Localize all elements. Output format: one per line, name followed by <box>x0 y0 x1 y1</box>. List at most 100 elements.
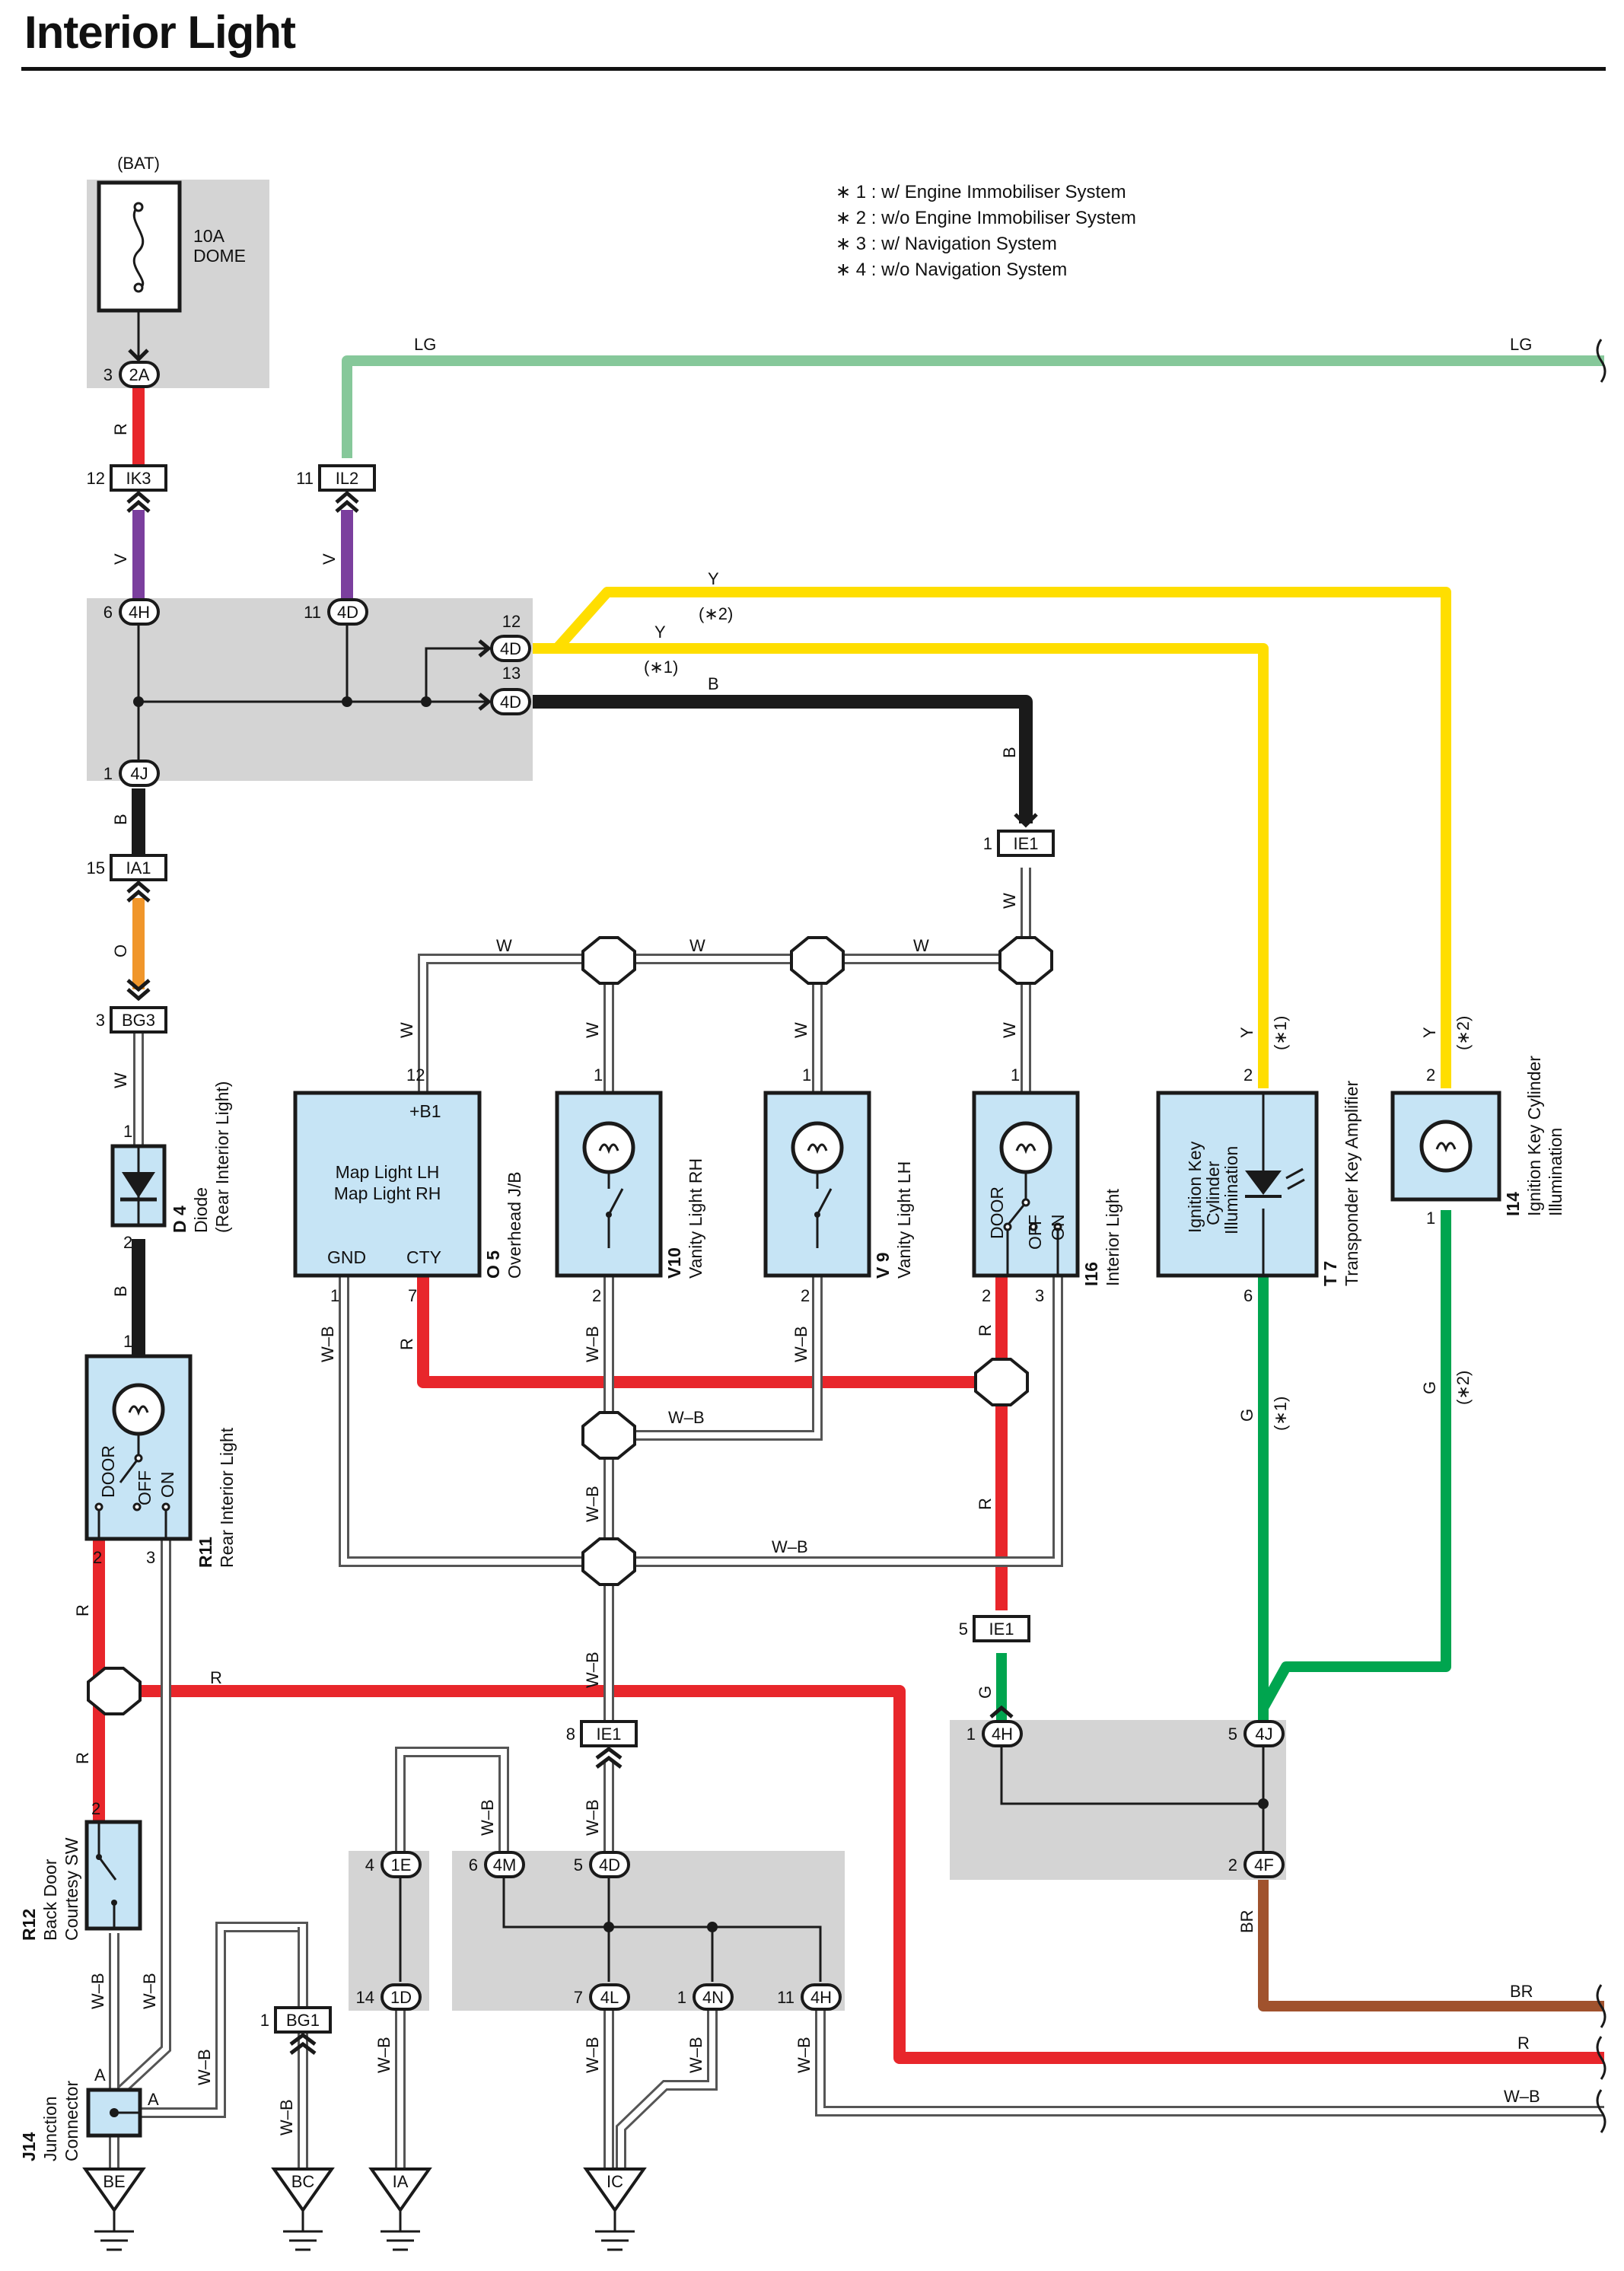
connector-1E: 1E4 <box>365 1851 422 1878</box>
diagram-label: 3 <box>96 1011 105 1030</box>
diagram-label: W <box>397 1022 416 1038</box>
diagram-label: 11 <box>777 1988 794 2007</box>
diagram-label: Ignition Key Cylinder <box>1524 1056 1544 1216</box>
diagram-label: W–B <box>583 1651 602 1688</box>
splice-w3 <box>998 936 1053 985</box>
diagram-label: Y <box>654 623 666 642</box>
connector-4L: 4L7 <box>574 1983 630 2011</box>
diagram-label: O <box>111 944 130 957</box>
diagram-label: (∗1) <box>644 658 678 677</box>
diagram-label: W–B <box>583 2037 602 2073</box>
diagram-label: Connector <box>62 2081 81 2161</box>
diagram-label: A <box>148 2090 159 2109</box>
diagram-label: R <box>1517 2034 1530 2053</box>
diagram-label: DOOR <box>98 1445 118 1498</box>
diagram-label: 1 <box>330 1286 339 1305</box>
diagram-label: W–B <box>88 1973 107 2009</box>
diagram-label: G <box>1237 1409 1256 1422</box>
diagram-label: ∗ 2 : w/o Engine Immobiliser System <box>836 208 1136 228</box>
bulb-icon <box>112 1383 165 1436</box>
diagram-label: 2 <box>1228 1855 1237 1874</box>
diagram-label: Illumination <box>1221 1146 1241 1234</box>
diagram-label: ON <box>158 1472 177 1499</box>
diagram-label: Y <box>1237 1027 1256 1038</box>
junction-block-shade-bottom <box>452 1851 845 2011</box>
diagram-label: B <box>111 814 130 825</box>
diode-icon <box>122 1172 155 1198</box>
diagram-label: V <box>111 553 130 565</box>
component-v9-vanity-light-lh: 1 2 V 9 Vanity Light LH <box>763 1065 914 1305</box>
diagram-label: Map Light LH <box>336 1162 440 1182</box>
diagram-label: 2 <box>1426 1065 1435 1085</box>
diagram-label: DOOR <box>987 1186 1007 1239</box>
diagram-label: W–B <box>1504 2087 1540 2106</box>
diagram-label: R <box>976 1498 995 1510</box>
wire-break-marks <box>1596 339 1606 2133</box>
diagram-label: Y <box>708 569 719 588</box>
splice-r2 <box>87 1667 142 1715</box>
diagram-label: W–B <box>668 1408 705 1427</box>
diagram-label: W <box>496 936 512 955</box>
diagram-label: R <box>111 423 130 435</box>
diagram-label: 2 <box>592 1286 601 1305</box>
diagram-label: 7 <box>574 1988 583 2007</box>
connector-4N: 4N1 <box>677 1983 734 2011</box>
splice-wb2 <box>581 1537 636 1586</box>
diagram-label: B <box>1000 747 1019 758</box>
diagram-label: W <box>791 1022 810 1038</box>
diagram-label: IA1 <box>126 858 151 878</box>
diagram-label: 14 <box>356 1988 374 2007</box>
diagram-label: R11 <box>196 1537 215 1568</box>
diagram-label: 4N <box>702 1988 724 2007</box>
wire-y-1 <box>533 643 1269 1088</box>
diagram-label: ∗ 3 : w/ Navigation System <box>836 234 1057 254</box>
diagram-label: 4J <box>1255 1725 1272 1744</box>
diagram-label: 1 <box>983 834 992 853</box>
bulb-icon <box>791 1121 844 1174</box>
diagram-label: 12 <box>87 469 105 488</box>
diagram-label: O 5 <box>483 1250 503 1279</box>
diagram-label: 1 <box>260 2011 269 2030</box>
diagram-label: BG1 <box>286 2011 320 2030</box>
notes: ∗ 1 : w/ Engine Immobiliser System ∗ 2 :… <box>836 182 1136 280</box>
grounds: BE BC IA IC <box>82 2167 647 2251</box>
diagram-label: R <box>976 1324 995 1336</box>
junction-block-shade-top <box>87 598 533 781</box>
diagram-label: Diode <box>191 1187 211 1233</box>
connector-4H-top: 4H6 <box>103 598 160 626</box>
diagram-label: 13 <box>502 664 521 683</box>
diagram-label: 1E <box>391 1855 412 1874</box>
diagram-label: 8 <box>566 1725 575 1744</box>
wire-g-2 <box>1258 1210 1451 1720</box>
diagram-label: 3 <box>1035 1286 1044 1305</box>
diagram-label: Junction <box>40 2096 60 2161</box>
component-o5-overhead-jb: +B1 Map Light LH Map Light RH GND CTY 12… <box>293 1065 524 1305</box>
diagram-label: Back Door <box>40 1859 60 1941</box>
diagram-label: W–B <box>318 1326 337 1362</box>
diagram-label: 4D <box>337 603 358 622</box>
bulb-icon <box>999 1121 1052 1174</box>
diagram-label: IC <box>607 2172 623 2191</box>
connector-4J-right: 4J5 <box>1228 1720 1285 1747</box>
switch-icon <box>816 1172 833 1248</box>
diagram-label: 6 <box>1243 1286 1253 1305</box>
diagram-label: Courtesy SW <box>62 1837 81 1941</box>
diagram-label: Vanity Light LH <box>894 1161 914 1279</box>
diagram-label: 6 <box>103 603 113 622</box>
diagram-label: BG3 <box>122 1011 155 1030</box>
diagram-label: W <box>1000 1022 1019 1038</box>
diagram-label: 10A <box>193 226 225 246</box>
diagram-label: (∗2) <box>1454 1016 1473 1050</box>
diagram-label: W <box>583 1022 602 1038</box>
diagram-label: DOME <box>193 246 246 266</box>
splice-wb1 <box>581 1411 636 1460</box>
diagram-label: W <box>913 936 929 955</box>
diagram-label: Map Light RH <box>334 1183 441 1203</box>
